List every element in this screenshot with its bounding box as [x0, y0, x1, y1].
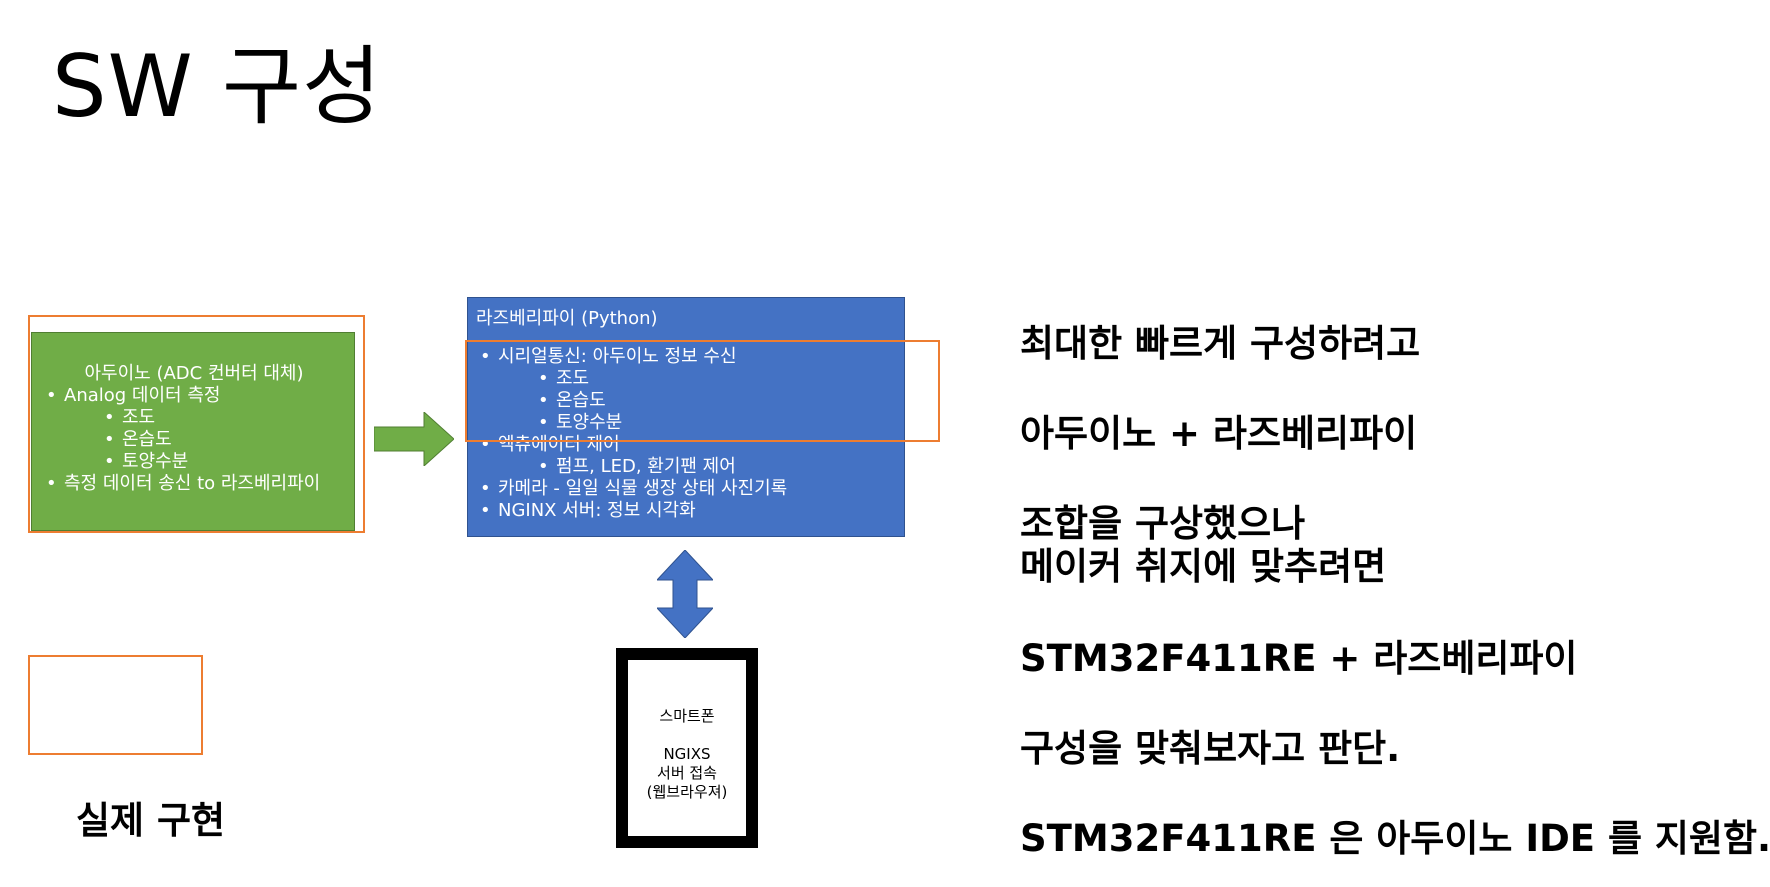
empty-placeholder-frame — [28, 655, 203, 755]
right-arrow-icon — [374, 412, 454, 466]
list-item: 카메라 - 일일 식물 생장 상태 사진기록 — [476, 478, 896, 500]
list-item: 온습도 — [534, 390, 896, 412]
note-line-3b: 메이커 취지에 맞추려면 — [1020, 545, 1387, 588]
arduino-list: Analog 데이터 측정 조도 온습도 토양수분 측정 데이터 송신 to 라… — [42, 385, 346, 495]
note-line-6: STM32F411RE 은 아두이노 IDE 를 지원함. — [1020, 817, 1770, 860]
list-item: 조도 — [100, 407, 346, 429]
raspberry-item-actuator: 엑츄에이터 제어 — [498, 434, 620, 455]
note-line-4: STM32F411RE + 라즈베리파이 — [1020, 637, 1578, 680]
note-line-2: 아두이노 + 라즈베리파이 — [1020, 412, 1418, 455]
list-item: NGINX 서버: 정보 시각화 — [476, 500, 896, 522]
bidirectional-arrow-icon — [657, 550, 713, 638]
list-item: 온습도 — [100, 429, 346, 451]
arduino-highlight-frame — [28, 315, 365, 533]
list-item: 시리얼통신: 아두이노 정보 수신 조도 온습도 토양수분 — [476, 346, 896, 434]
arduino-box: 아두이노 (ADC 컨버터 대체) Analog 데이터 측정 조도 온습도 토… — [31, 332, 355, 531]
phone-server-name: NGIXS — [663, 745, 711, 763]
phone-label: 스마트폰 — [659, 707, 715, 725]
list-item: 토양수분 — [100, 451, 346, 473]
raspberry-list: 시리얼통신: 아두이노 정보 수신 조도 온습도 토양수분 엑츄에이터 제어 펌… — [476, 346, 896, 522]
note-line-5: 구성을 맞춰보자고 판단. — [1020, 727, 1401, 770]
list-item: 펌프, LED, 환기팬 제어 — [534, 456, 896, 478]
arduino-item-analog: Analog 데이터 측정 — [64, 385, 221, 406]
arduino-item-send: 측정 데이터 송신 to 라즈베리파이 — [64, 473, 321, 494]
list-item: 토양수분 — [534, 412, 896, 434]
note-line-3a: 조합을 구상했으나 — [1020, 502, 1306, 545]
note-line-1: 최대한 빠르게 구성하려고 — [1020, 322, 1421, 365]
smartphone-box: 스마트폰 NGIXS 서버 접속 (웹브라우져) — [616, 648, 758, 848]
raspberry-item-serial: 시리얼통신: 아두이노 정보 수신 — [498, 346, 737, 367]
slide-title: SW 구성 — [52, 37, 383, 137]
list-item: 조도 — [534, 368, 896, 390]
raspberry-box: 라즈베리파이 (Python) 시리얼통신: 아두이노 정보 수신 조도 온습도… — [467, 297, 905, 537]
phone-server-access: 서버 접속 — [657, 764, 717, 782]
arduino-heading: 아두이노 (ADC 컨버터 대체) — [84, 363, 304, 384]
phone-browser: (웹브라우져) — [646, 783, 728, 801]
list-item: Analog 데이터 측정 조도 온습도 토양수분 — [42, 385, 346, 473]
implementation-label: 실제 구현 — [76, 799, 226, 842]
list-item: 엑츄에이터 제어 펌프, LED, 환기팬 제어 — [476, 434, 896, 478]
serial-highlight-frame — [465, 340, 940, 442]
raspberry-heading: 라즈베리파이 (Python) — [476, 308, 658, 329]
list-item: 측정 데이터 송신 to 라즈베리파이 — [42, 473, 346, 495]
